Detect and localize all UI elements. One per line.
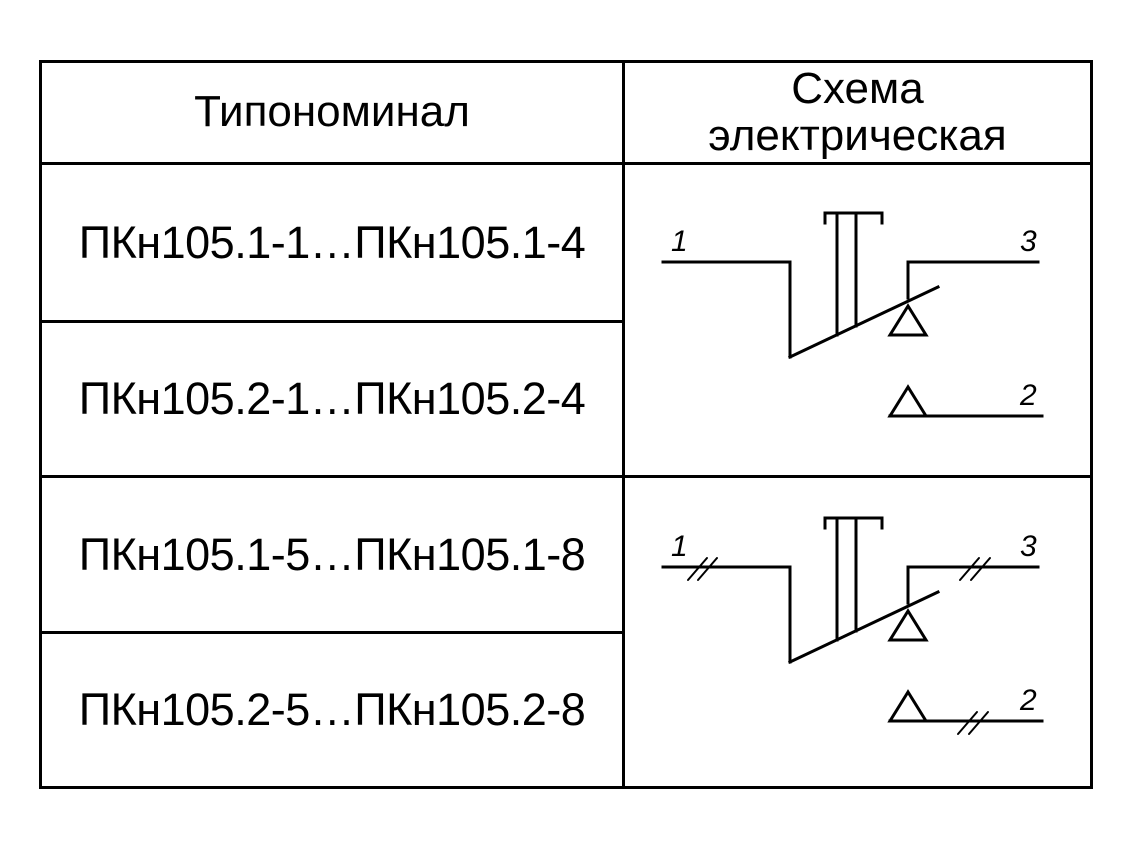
wire-pin-3 (906, 565, 1040, 605)
pin-label-3: 3 (1020, 225, 1037, 258)
moving-contact (788, 285, 940, 359)
header-divider (39, 162, 1093, 165)
wire-tick (697, 557, 718, 581)
pin-label-1: 1 (671, 225, 688, 258)
column-divider (622, 60, 625, 789)
wire-tick (970, 557, 991, 581)
fixed-contact-triangle (887, 303, 929, 337)
actuator-cap (823, 516, 884, 530)
pin-label-3: 3 (1020, 530, 1037, 563)
row-divider-3 (39, 631, 624, 634)
header-schema-line2: электрическая (708, 110, 1007, 160)
wire-tick (968, 711, 989, 735)
fixed-contact-triangle-2 (887, 384, 929, 418)
pin-label-1: 1 (671, 530, 688, 563)
group-divider (39, 475, 1093, 478)
fixed-contact-triangle-2 (887, 689, 929, 723)
row-divider-1 (39, 320, 624, 323)
fixed-contact-triangle (887, 608, 929, 642)
type-schema-table (39, 60, 1093, 789)
switch-schema-double: 1 3 2 (661, 516, 1044, 735)
wire-tick (687, 557, 708, 581)
pin-label-2: 2 (1019, 379, 1037, 412)
actuator-cap (823, 211, 884, 225)
wire-pin-3 (906, 260, 1040, 300)
type-name-cell: ПКн105.2-5…ПКн105.2-8 (78, 684, 586, 736)
switch-schema-single: 1 3 2 (661, 211, 1044, 418)
pin-label-2: 2 (1019, 684, 1037, 717)
header-electrical-schema: Схема электрическая (625, 63, 1090, 162)
type-name-cell: ПКн105.1-1…ПКн105.1-4 (78, 216, 586, 268)
type-name-cell: ПКн105.1-5…ПКн105.1-8 (78, 528, 586, 580)
wire-pin-1 (661, 565, 792, 664)
moving-contact (788, 590, 940, 664)
wire-pin-1 (661, 260, 792, 359)
type-name-cell: ПКн105.2-1…ПКн105.2-4 (78, 373, 586, 425)
header-schema-line1: Схема (791, 64, 924, 114)
header-type-name: Типономинал (194, 87, 470, 137)
wire-tick (959, 557, 980, 581)
wire-tick (957, 711, 978, 735)
